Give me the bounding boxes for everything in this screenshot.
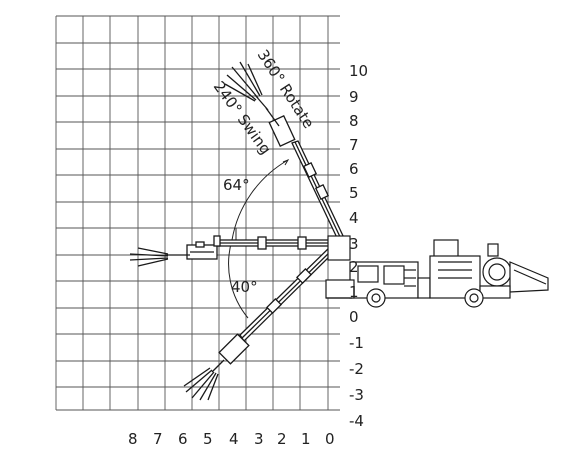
y-tick-label: -4 bbox=[349, 412, 364, 430]
grid bbox=[55, 15, 340, 411]
y-tick-label: 7 bbox=[349, 136, 359, 154]
y-tick-label: 5 bbox=[349, 184, 359, 202]
angle-64-label: 64° bbox=[223, 176, 250, 194]
swing-annotation: 240° Swing bbox=[210, 78, 275, 158]
y-tick-label: 9 bbox=[349, 88, 359, 106]
boom-lowered bbox=[183, 244, 337, 401]
y-axis: 10 9 8 7 6 5 4 3 2 1 0 -1 -2 -3 -4 bbox=[349, 62, 368, 430]
x-tick-label: 5 bbox=[203, 430, 213, 448]
x-tick-label: 1 bbox=[301, 430, 311, 448]
y-tick-label: 4 bbox=[349, 209, 359, 227]
boom-horizontal bbox=[129, 235, 336, 267]
x-tick-label: 8 bbox=[128, 430, 138, 448]
y-tick-label: 10 bbox=[349, 62, 368, 80]
swing-angle-arcs bbox=[228, 158, 290, 319]
y-tick-label: 2 bbox=[349, 258, 359, 276]
x-tick-label: 2 bbox=[277, 430, 287, 448]
y-tick-label: 1 bbox=[349, 283, 359, 301]
y-tick-label: -3 bbox=[349, 386, 364, 404]
y-tick-label: 0 bbox=[349, 308, 359, 326]
x-tick-label: 4 bbox=[229, 430, 239, 448]
y-tick-label: 8 bbox=[349, 112, 359, 130]
x-tick-label: 7 bbox=[153, 430, 163, 448]
angle-40-label: 40° bbox=[231, 278, 258, 296]
carrier-vehicle bbox=[325, 235, 549, 308]
x-tick-label: 6 bbox=[178, 430, 188, 448]
y-tick-label: -1 bbox=[349, 334, 364, 352]
y-tick-label: 3 bbox=[349, 235, 359, 253]
x-tick-label: 3 bbox=[254, 430, 264, 448]
y-tick-label: 6 bbox=[349, 160, 359, 178]
x-axis: 8 7 6 5 4 3 2 1 0 bbox=[128, 430, 335, 448]
y-tick-label: -2 bbox=[349, 360, 364, 378]
x-tick-label: 0 bbox=[325, 430, 335, 448]
